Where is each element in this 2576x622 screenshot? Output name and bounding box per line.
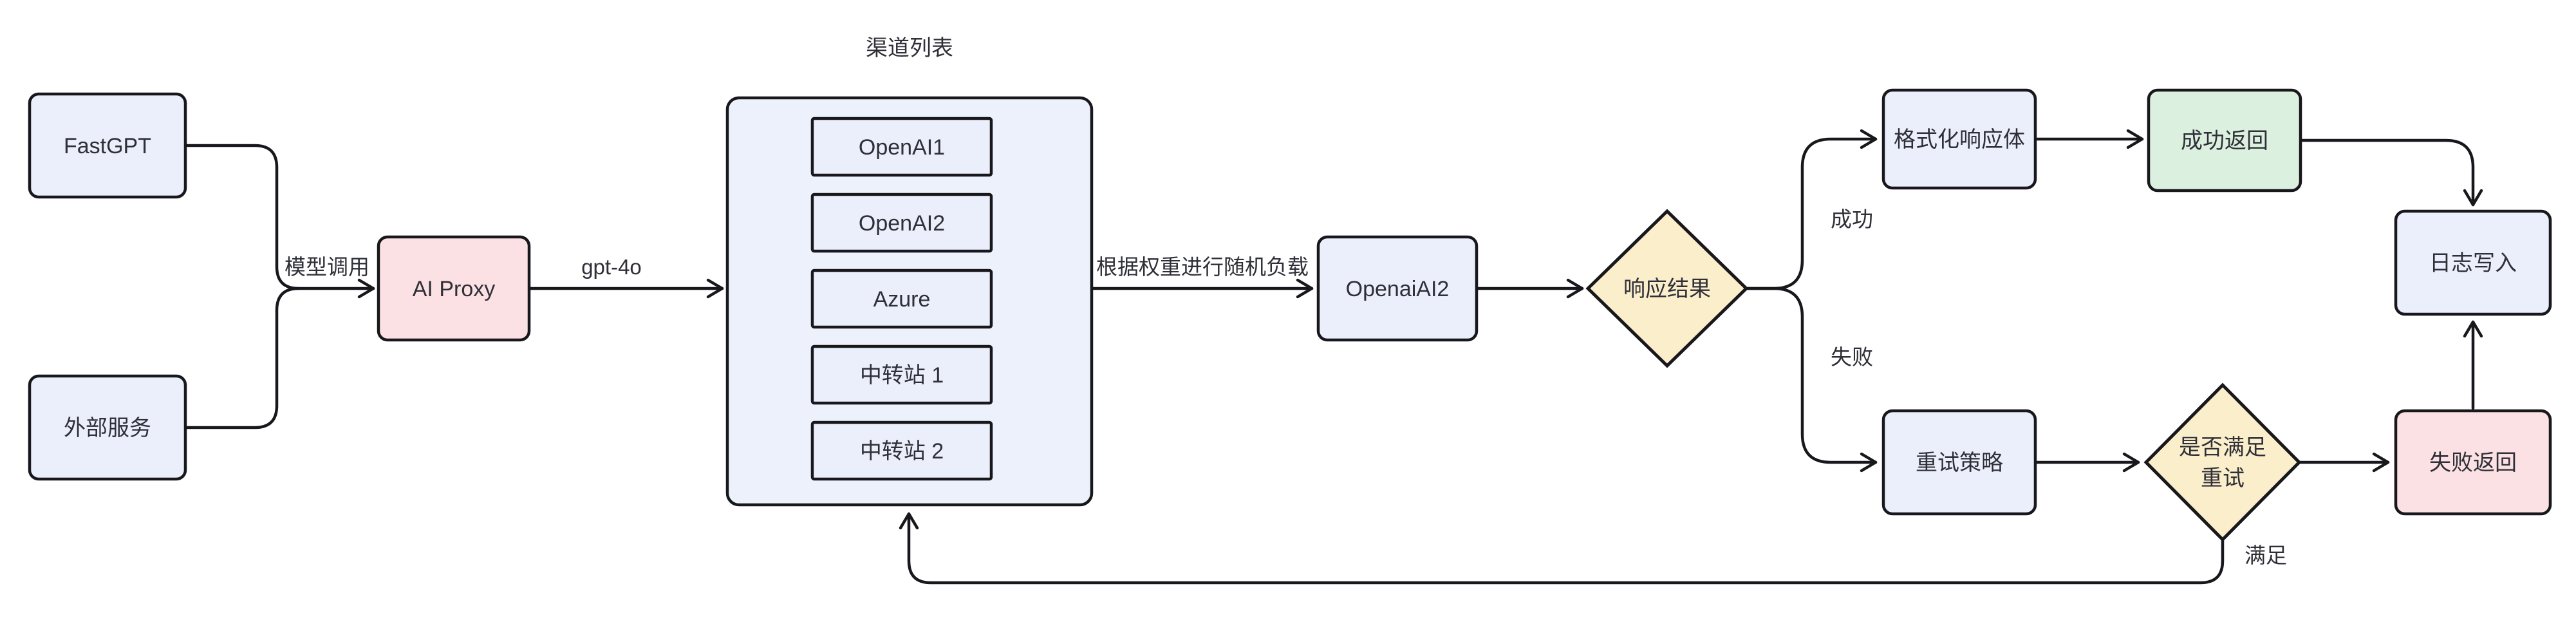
node-external-service: 外部服务 bbox=[28, 374, 187, 481]
format-response-label: 格式化响应体 bbox=[1894, 127, 2025, 152]
group-channel-list: 渠道列表 OpenAI1 OpenAI2 Azure 中转站 1 中转站 2 bbox=[725, 36, 1094, 507]
format-response-box bbox=[1881, 88, 2037, 190]
channel-item-relay1: 中转站 1 bbox=[810, 344, 993, 405]
fail-return-box bbox=[2394, 409, 2552, 516]
edge-fastgpt-to-ai-proxy bbox=[183, 144, 375, 299]
channel-item-azure-label: Azure bbox=[873, 287, 931, 312]
node-response-result: 响应结果 bbox=[1585, 209, 1749, 368]
channel-item-relay2-label: 中转站 2 bbox=[860, 439, 944, 464]
ai-proxy-label: AI Proxy bbox=[413, 277, 495, 301]
retry-check-label-line1: 是否满足 bbox=[2179, 435, 2266, 460]
node-ai-proxy: AI Proxy bbox=[377, 235, 531, 342]
external-service-label: 外部服务 bbox=[64, 416, 151, 440]
fail-return-label: 失败返回 bbox=[2429, 451, 2517, 475]
retry-check-label-line2: 重试 bbox=[2201, 466, 2245, 491]
edge-label-fail: 失败 bbox=[1831, 345, 1873, 369]
edge-retry-check-to-channel-list-return bbox=[899, 512, 2225, 585]
openai-ai2-box bbox=[1316, 235, 1479, 342]
retry-strategy-box bbox=[1881, 409, 2037, 516]
edge-response-result-to-retry-strategy bbox=[1744, 287, 1878, 473]
external-service-box bbox=[28, 374, 187, 481]
edge-label-satisfied: 满足 bbox=[2245, 543, 2287, 567]
node-fail-return: 失败返回 bbox=[2394, 409, 2552, 516]
node-log-write: 日志写入 bbox=[2394, 209, 2552, 316]
success-return-box bbox=[2147, 88, 2302, 193]
success-return-label: 成功返回 bbox=[2181, 129, 2268, 153]
retry-check-diamond bbox=[2143, 382, 2302, 542]
openai-ai2-label: OpenaiAI2 bbox=[1346, 277, 1450, 301]
edge-response-result-to-format-response bbox=[1744, 129, 1878, 290]
channel-item-openai1-label: OpenAI1 bbox=[859, 135, 945, 160]
response-result-diamond bbox=[1585, 209, 1749, 368]
channel-item-openai1-box bbox=[810, 117, 993, 177]
node-success-return: 成功返回 bbox=[2147, 88, 2302, 193]
channel-item-relay2-box bbox=[810, 420, 993, 481]
node-format-response: 格式化响应体 bbox=[1881, 88, 2037, 190]
edge-success-return-to-log-write bbox=[2299, 138, 2483, 207]
node-retry-check: 是否满足 重试 bbox=[2143, 382, 2302, 542]
channel-item-relay1-box bbox=[810, 344, 993, 405]
fastgpt-label: FastGPT bbox=[64, 134, 151, 158]
edge-label-success: 成功 bbox=[1831, 207, 1873, 231]
log-write-label: 日志写入 bbox=[2429, 251, 2517, 276]
channel-item-openai2-label: OpenAI2 bbox=[859, 211, 945, 236]
edge-label-model-name: gpt-4o bbox=[581, 255, 642, 279]
retry-strategy-label: 重试策略 bbox=[1916, 451, 2003, 475]
edge-external-service-to-merge bbox=[183, 287, 301, 429]
channel-item-azure-box bbox=[810, 269, 993, 329]
channel-item-openai2-box bbox=[810, 193, 993, 253]
ai-proxy-box bbox=[377, 235, 531, 342]
channel-item-relay1-label: 中转站 1 bbox=[860, 363, 944, 388]
response-result-label: 响应结果 bbox=[1623, 277, 1711, 301]
channel-item-azure: Azure bbox=[810, 269, 993, 329]
node-fastgpt: FastGPT bbox=[28, 92, 187, 199]
channel-list-title: 渠道列表 bbox=[866, 36, 953, 61]
fastgpt-box bbox=[28, 92, 187, 199]
channel-item-relay2: 中转站 2 bbox=[810, 420, 993, 481]
edge-label-model-call: 模型调用 bbox=[285, 255, 369, 279]
channel-item-openai1: OpenAI1 bbox=[810, 117, 993, 177]
channel-item-openai2: OpenAI2 bbox=[810, 193, 993, 253]
log-write-box bbox=[2394, 209, 2552, 316]
node-openai-ai2: OpenaiAI2 bbox=[1316, 235, 1479, 342]
edge-label-load-balance: 根据权重进行随机负载 bbox=[1096, 255, 1309, 279]
node-retry-strategy: 重试策略 bbox=[1881, 409, 2037, 516]
